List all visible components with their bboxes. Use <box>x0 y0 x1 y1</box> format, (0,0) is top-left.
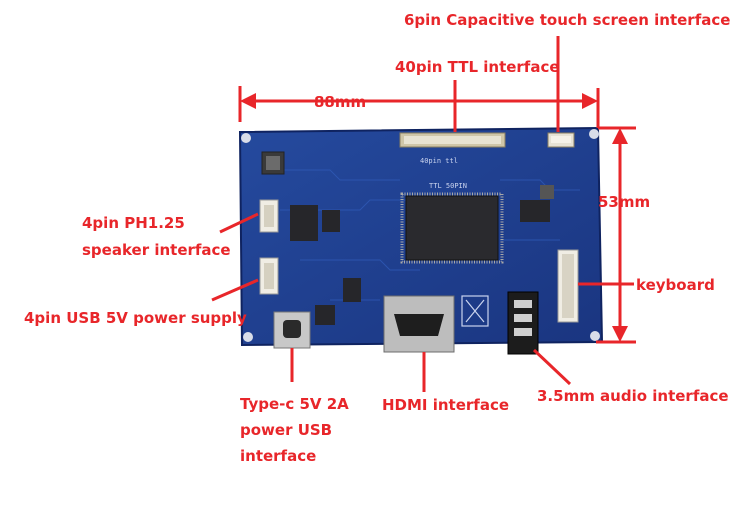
inductor <box>261 151 285 175</box>
label-typec-line2: power USB <box>240 421 333 439</box>
label-hdmi: HDMI interface <box>382 396 510 414</box>
mounting-hole <box>243 332 253 342</box>
label-typec-line1: Type-c 5V 2A <box>240 395 349 413</box>
label-usb-power: 4pin USB 5V power supply <box>24 309 247 327</box>
label-ttl-interface: 40pin TTL interface <box>395 58 560 76</box>
hdmi-port <box>383 295 455 353</box>
annotation-lines <box>211 36 636 392</box>
label-keyboard: keyboard <box>636 276 715 294</box>
leader-usb-power <box>211 278 259 302</box>
main-ic: TTL 50PIN <box>400 182 504 264</box>
leader-audio <box>532 348 572 386</box>
usb-power-connector <box>259 257 279 295</box>
silk-ttl-mid: TTL 50PIN <box>429 182 467 190</box>
mounting-hole <box>590 331 600 341</box>
label-typec-line3: interface <box>240 447 317 465</box>
label-height: 53mm <box>598 193 651 211</box>
ttl-connector: 40pin ttl <box>399 132 506 165</box>
mounting-hole <box>589 129 599 139</box>
leader-speaker <box>219 212 259 234</box>
label-speaker-line1: 4pin PH1.25 <box>82 214 185 232</box>
mounting-hole <box>241 133 251 143</box>
label-width: 88mm <box>314 93 367 111</box>
certification-marks <box>461 295 489 327</box>
small-ics <box>290 185 554 325</box>
speaker-connector <box>259 199 279 233</box>
silk-ttl-top: 40pin ttl <box>420 157 458 165</box>
typec-port <box>273 311 311 349</box>
label-audio: 3.5mm audio interface <box>537 387 729 405</box>
touch-connector <box>547 132 575 148</box>
audio-jack <box>507 291 539 355</box>
label-touch-interface: 6pin Capacitive touch screen interface <box>404 11 731 29</box>
label-speaker-line2: speaker interface <box>82 241 231 259</box>
keyboard-connector <box>557 249 579 323</box>
